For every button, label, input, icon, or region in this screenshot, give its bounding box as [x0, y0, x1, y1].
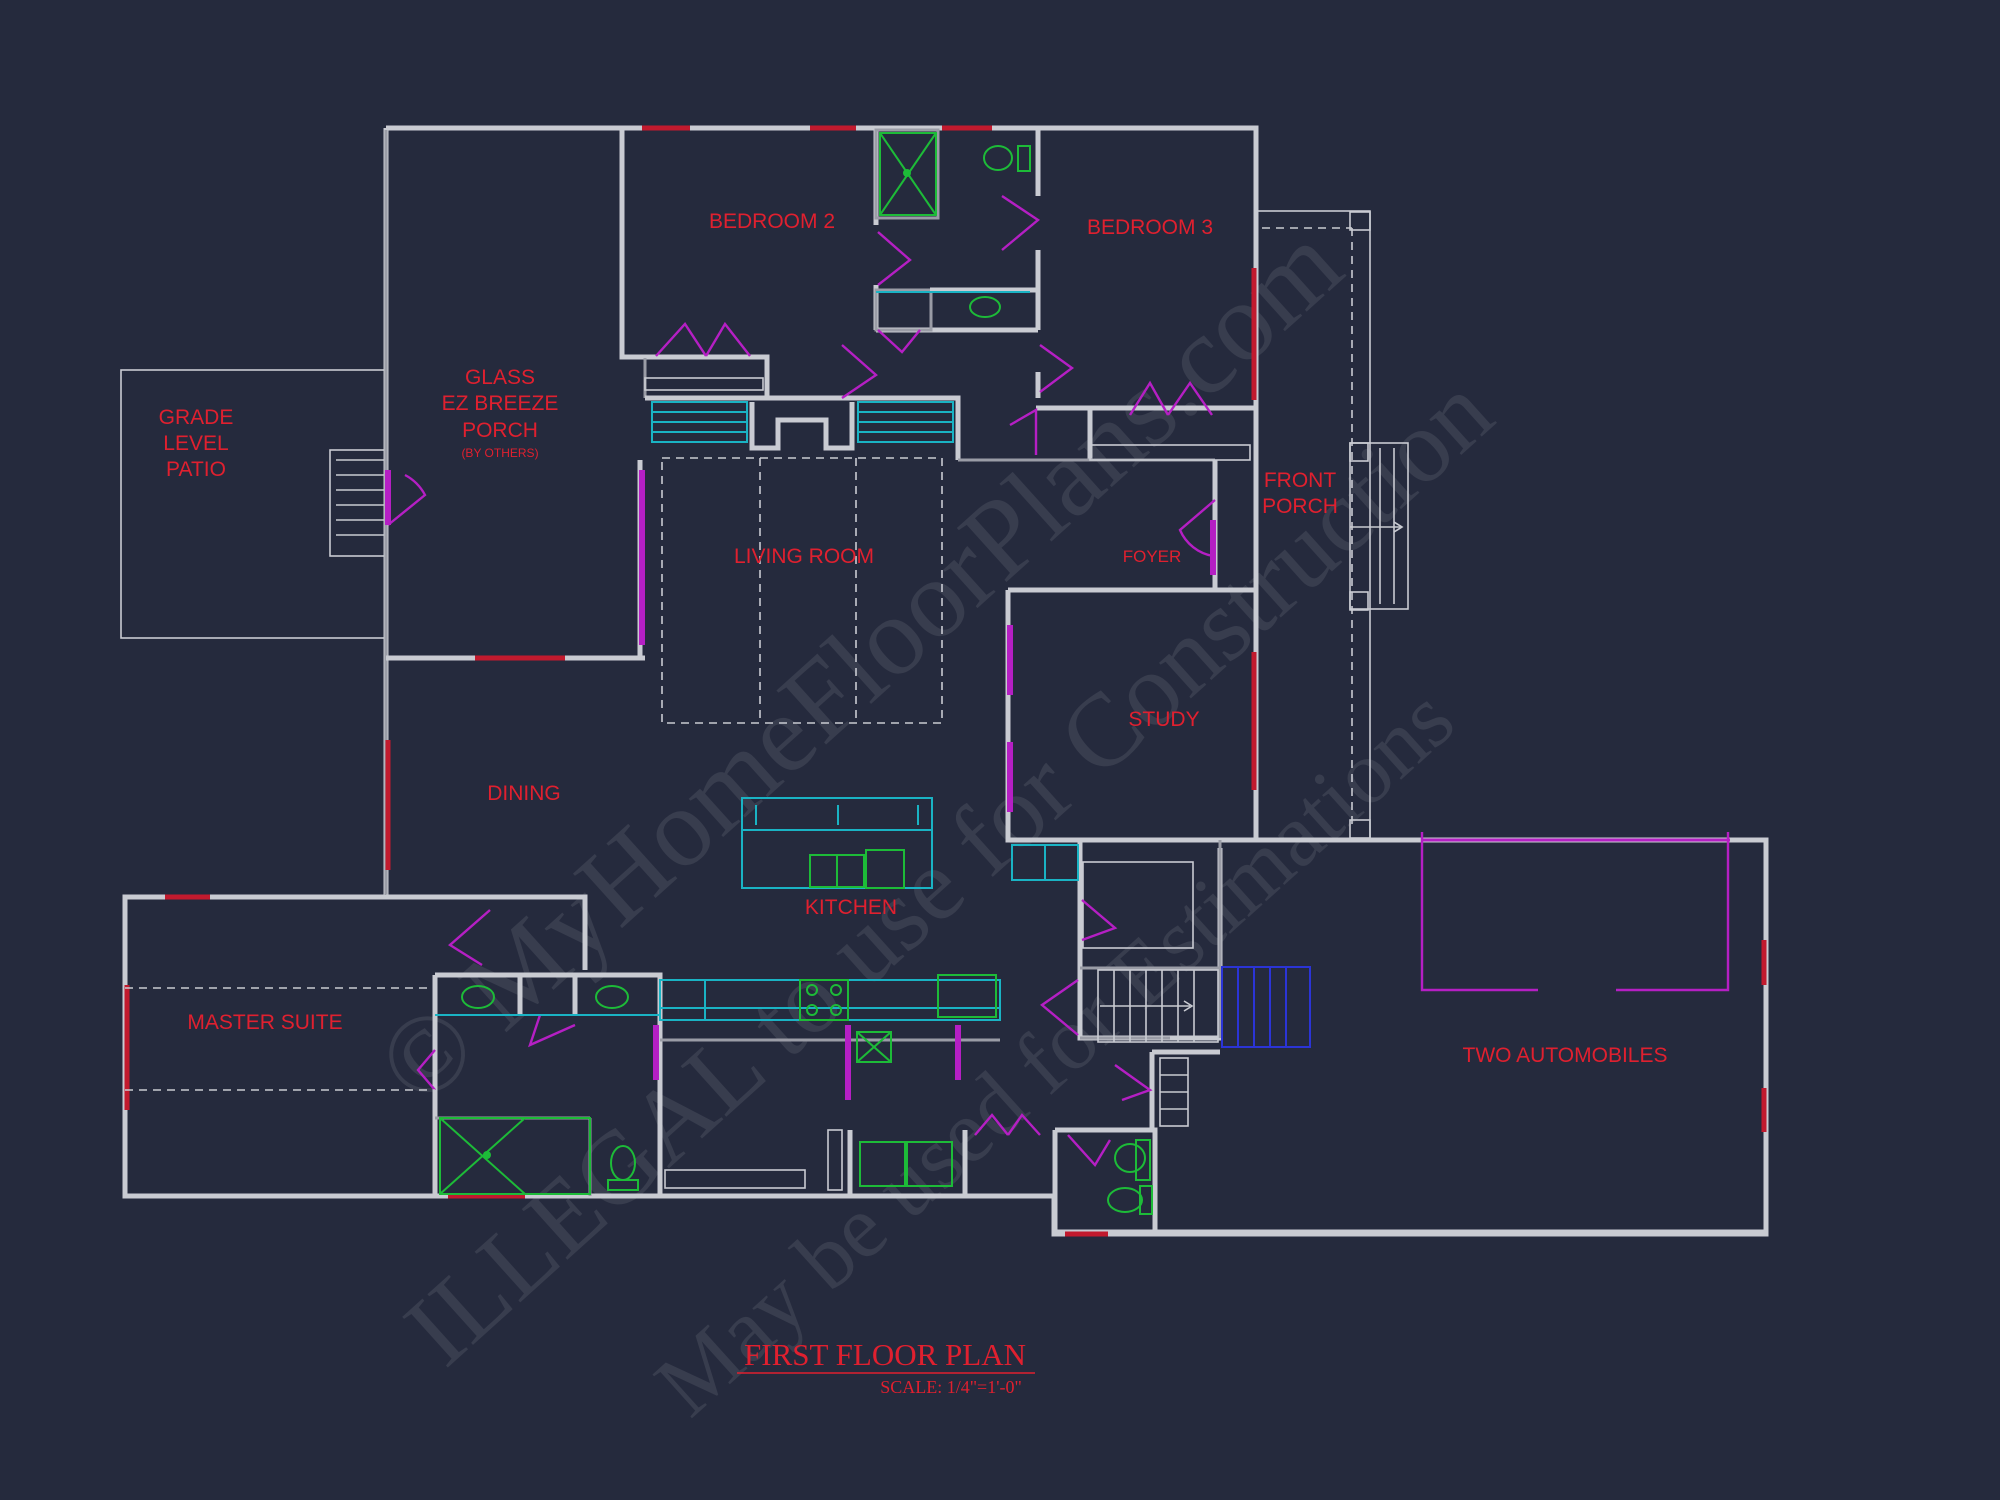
title-block: FIRST FLOOR PLAN SCALE: 1/4"=1'-0" — [737, 1337, 1035, 1397]
label-porch-note: (BY OTHERS) — [461, 446, 538, 460]
label-living-room: LIVING ROOM — [734, 545, 874, 568]
label-porch-1: GLASS — [465, 366, 535, 389]
label-front-porch-2: PORCH — [1262, 495, 1338, 518]
interior-walls — [386, 128, 1256, 1234]
label-garage: TWO AUTOMOBILES — [1463, 1044, 1668, 1067]
label-patio-3: PATIO — [166, 458, 226, 481]
windows — [124, 125, 1767, 1237]
grade-level-patio — [120, 369, 387, 639]
label-master-suite: MASTER SUITE — [187, 1011, 342, 1034]
fixtures — [439, 132, 1153, 1215]
garage-door — [1420, 832, 1730, 992]
exterior-walls — [122, 125, 1769, 1237]
label-patio-1: GRADE — [159, 406, 234, 429]
drawing-scale: SCALE: 1/4"=1'-0" — [880, 1377, 1022, 1397]
label-patio-2: LEVEL — [163, 432, 228, 455]
label-kitchen: KITCHEN — [805, 896, 897, 919]
room-labels: BEDROOM 2 BEDROOM 3 GRADE LEVEL PATIO GL… — [159, 210, 1668, 1067]
living-room-detail — [125, 457, 943, 1091]
label-porch-2: EZ BREEZE — [442, 392, 559, 415]
label-foyer: FOYER — [1123, 547, 1182, 566]
stairs — [1097, 966, 1311, 1048]
label-porch-3: PORCH — [462, 419, 538, 442]
label-dining: DINING — [487, 782, 561, 805]
label-bedroom-3: BEDROOM 3 — [1087, 216, 1213, 239]
label-bedroom-2: BEDROOM 2 — [709, 210, 835, 233]
label-front-porch-1: FRONT — [1264, 469, 1336, 492]
label-study: STUDY — [1128, 708, 1199, 731]
drawing-title: FIRST FLOOR PLAN — [744, 1337, 1026, 1372]
doors — [385, 195, 1216, 1168]
